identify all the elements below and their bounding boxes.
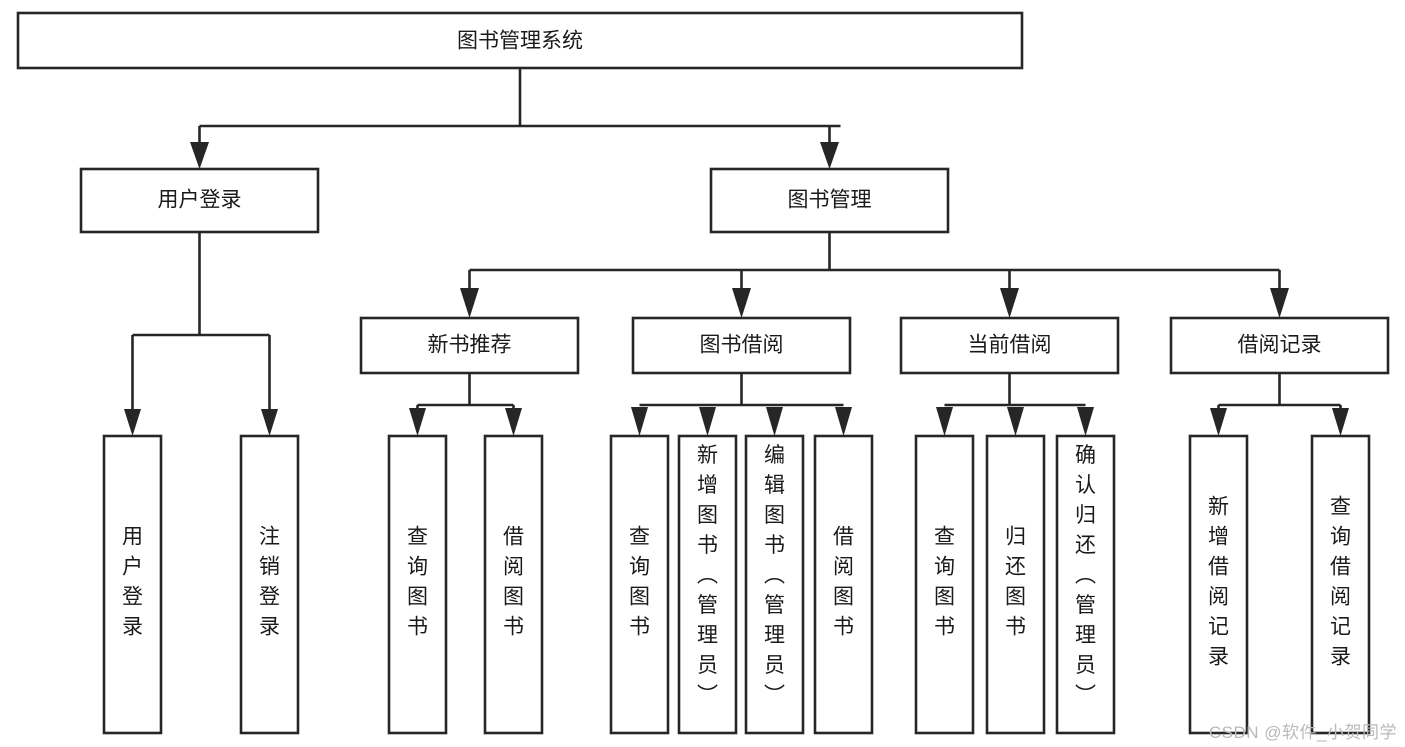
leaf-query-borrow-record-box[interactable] [1310, 434, 1371, 735]
root-box[interactable] [16, 11, 1024, 70]
borrow-records-label: 借阅记录 [1238, 334, 1322, 357]
arrow-rec-to-leaf2 [505, 408, 522, 436]
leaf-confirm-return-label: 确认归还︵管理员︶ [1075, 444, 1096, 707]
node-book-borrow[interactable]: 图书借阅 [631, 316, 852, 375]
new-book-recommend-label: 新书推荐 [428, 334, 512, 357]
leaf-query-book-current-box[interactable] [914, 434, 975, 735]
arrow-bm-to-records [1270, 288, 1289, 318]
node-leaf-user-login[interactable]: 用户登录 [102, 434, 163, 735]
leaf-return-book-label: 归还图书 [1005, 526, 1026, 639]
borrow-records-box[interactable] [1169, 316, 1390, 375]
leaf-add-book-box[interactable] [677, 434, 738, 735]
arrow-cb-to-leaf3 [1077, 407, 1094, 436]
node-book-management[interactable]: 图书管理 [709, 167, 950, 234]
current-borrow-label: 当前借阅 [968, 334, 1052, 357]
arrow-br-to-leaf2 [1332, 408, 1349, 436]
book-management-label: 图书管理 [788, 189, 872, 212]
node-leaf-edit-book[interactable]: 编辑图书︵管理员︶ [744, 434, 805, 735]
leaf-query-book-current-label: 查询图书 [934, 526, 955, 639]
leaf-borrow-book-label: 借阅图书 [833, 526, 854, 639]
arrow-root-to-book-management [820, 142, 839, 169]
leaf-borrow-book-recommend-label: 借阅图书 [503, 526, 524, 639]
leaf-user-login-label: 用户登录 [122, 526, 143, 639]
leaf-edit-book-box[interactable] [744, 434, 805, 735]
arrow-root-to-user-login [190, 142, 209, 169]
arrow-cb-to-leaf1 [936, 407, 953, 436]
arrow-bm-to-borrow [732, 288, 751, 318]
arrow-rec-to-leaf1 [409, 408, 426, 436]
arrow-bm-to-current [1000, 288, 1019, 318]
leaf-add-borrow-record-box[interactable] [1188, 434, 1249, 735]
arrow-ul-to-leaf1 [124, 409, 141, 436]
leaf-query-book-recommend-label: 查询图书 [407, 526, 428, 639]
leaf-query-borrow-record-label: 查询借阅记录 [1330, 496, 1351, 669]
node-user-login[interactable]: 用户登录 [79, 167, 320, 234]
node-leaf-return-book[interactable]: 归还图书 [985, 434, 1046, 735]
leaf-add-book-label: 新增图书︵管理员︶ [697, 444, 718, 707]
user-login-box[interactable] [79, 167, 320, 234]
new-book-recommend-box[interactable] [359, 316, 580, 375]
root-label: 图书管理系统 [457, 30, 583, 53]
csdn-watermark: CSDN @软件_小贺同学 [1208, 723, 1397, 742]
arrow-bb-to-leaf2 [699, 407, 716, 436]
current-borrow-box[interactable] [899, 316, 1120, 375]
connector-layer [124, 68, 1349, 436]
node-leaf-add-book[interactable]: 新增图书︵管理员︶ [677, 434, 738, 735]
book-management-box[interactable] [709, 167, 950, 234]
node-leaf-borrow-book[interactable]: 借阅图书 [813, 434, 874, 735]
node-new-book-recommend[interactable]: 新书推荐 [359, 316, 580, 375]
node-leaf-query-book-recommend[interactable]: 查询图书 [387, 434, 448, 735]
leaf-user-login-box[interactable] [102, 434, 163, 735]
arrow-bb-to-leaf4 [835, 407, 852, 436]
leaf-node-layer: 用户登录 注销登录 查询图书 借阅图书 查询图书 新增图书︵管理员︶ 编辑图书︵管理员︶ 借阅… [102, 434, 1371, 735]
book-borrow-label: 图书借阅 [700, 334, 784, 357]
leaf-logout-label: 注销登录 [259, 526, 280, 639]
arrow-bm-to-recommend [460, 288, 479, 318]
leaf-edit-book-label: 编辑图书︵管理员︶ [764, 444, 785, 707]
node-leaf-query-book-current[interactable]: 查询图书 [914, 434, 975, 735]
node-borrow-records[interactable]: 借阅记录 [1169, 316, 1390, 375]
node-leaf-logout[interactable]: 注销登录 [239, 434, 300, 735]
node-current-borrow[interactable]: 当前借阅 [899, 316, 1120, 375]
leaf-query-book-borrow-box[interactable] [609, 434, 670, 735]
book-borrow-box[interactable] [631, 316, 852, 375]
node-leaf-confirm-return[interactable]: 确认归还︵管理员︶ [1055, 434, 1116, 735]
user-login-label: 用户登录 [158, 189, 242, 212]
node-leaf-query-borrow-record[interactable]: 查询借阅记录 [1310, 434, 1371, 735]
leaf-add-borrow-record-label: 新增借阅记录 [1208, 496, 1229, 669]
leaf-borrow-book-box[interactable] [813, 434, 874, 735]
arrow-br-to-leaf1 [1210, 408, 1227, 436]
node-leaf-add-borrow-record[interactable]: 新增借阅记录 [1188, 434, 1249, 735]
leaf-confirm-return-box[interactable] [1055, 434, 1116, 735]
leaf-logout-box[interactable] [239, 434, 300, 735]
arrow-bb-to-leaf3 [766, 407, 783, 436]
node-leaf-query-book-borrow[interactable]: 查询图书 [609, 434, 670, 735]
leaf-borrow-book-recommend-box[interactable] [483, 434, 544, 735]
arrow-cb-to-leaf2 [1007, 407, 1024, 436]
node-root[interactable]: 图书管理系统 [16, 11, 1024, 70]
node-leaf-borrow-book-recommend[interactable]: 借阅图书 [483, 434, 544, 735]
leaf-query-book-borrow-label: 查询图书 [629, 526, 650, 639]
leaf-query-book-recommend-box[interactable] [387, 434, 448, 735]
arrow-bb-to-leaf1 [631, 407, 648, 436]
leaf-return-book-box[interactable] [985, 434, 1046, 735]
arrow-ul-to-leaf2 [261, 409, 278, 436]
